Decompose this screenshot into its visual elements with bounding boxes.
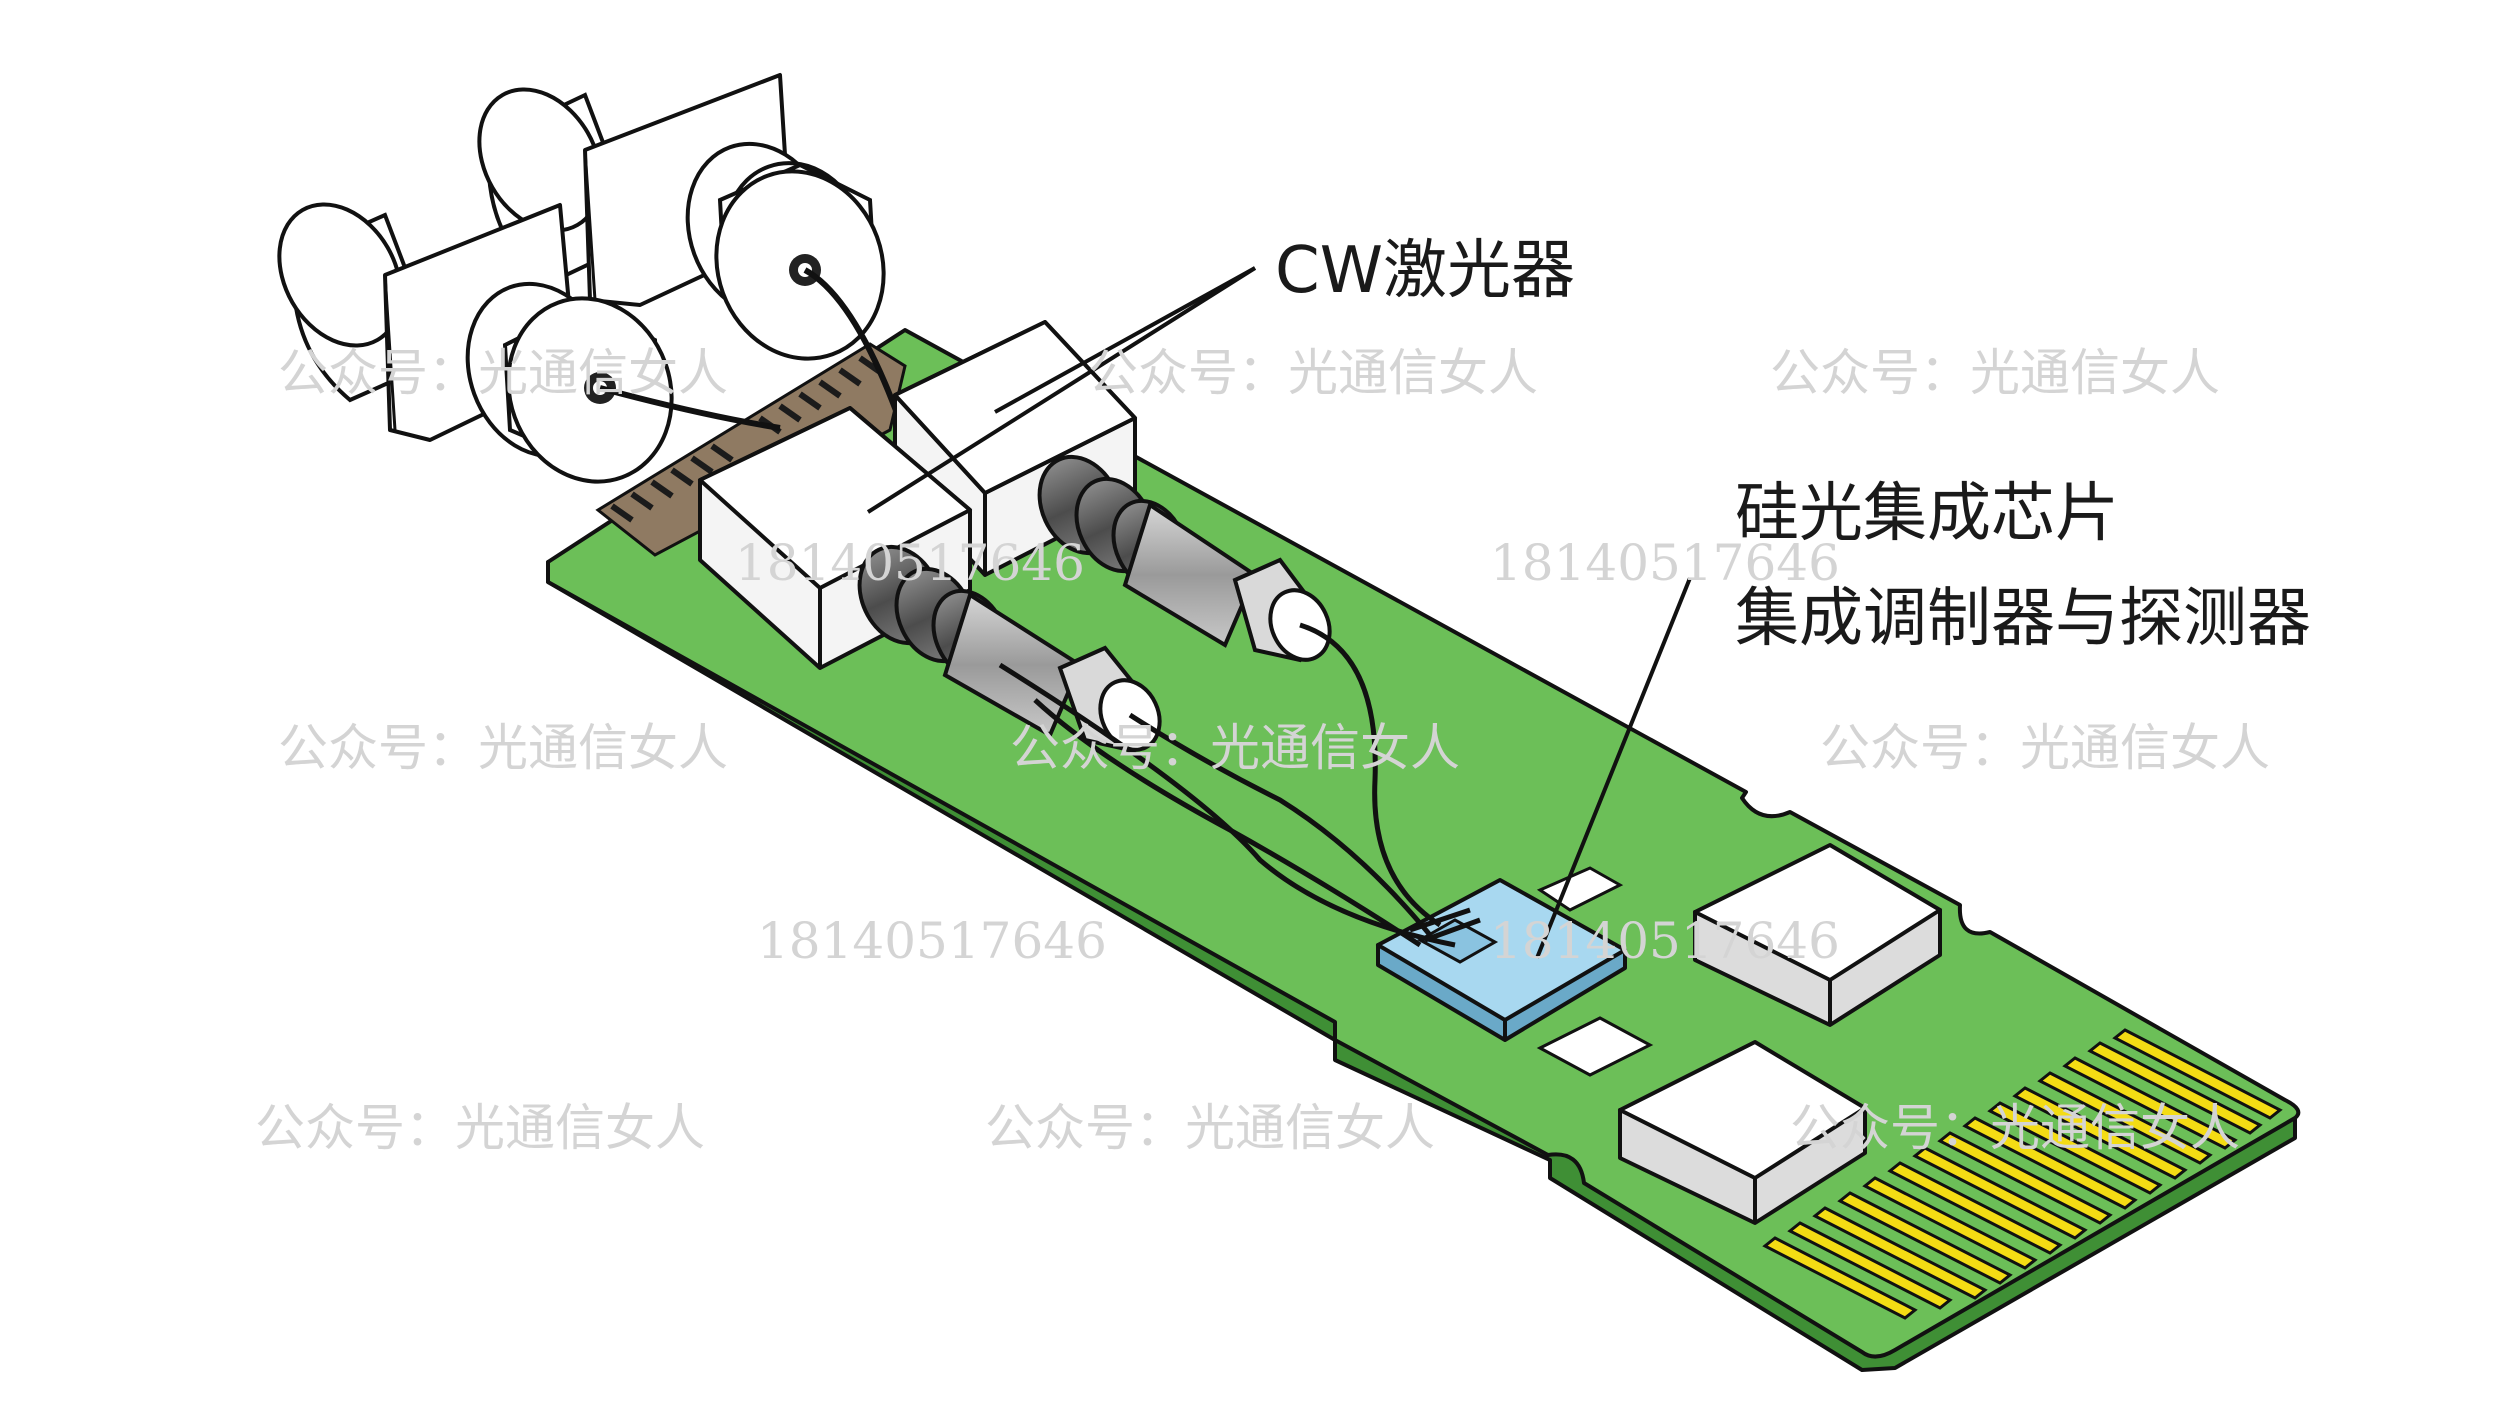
- watermark-phone: 18140517646: [1490, 534, 1840, 592]
- silicon-photonics-chip: [1376, 878, 1627, 1042]
- watermark-phone: 18140517646: [757, 912, 1107, 970]
- watermark-account: 公众号：光通信女人: [1088, 344, 1538, 402]
- leader-lines: [866, 266, 1692, 959]
- watermarks: 公众号：光通信女人 公众号：光通信女人 公众号：光通信女人 1814051764…: [255, 344, 2270, 1157]
- watermark-account: 公众号：光通信女人: [1820, 719, 2270, 777]
- watermark-account: 公众号：光通信女人: [1770, 344, 2220, 402]
- fiber-links-to-chip: [998, 622, 1481, 948]
- watermark-phone: 18140517646: [1490, 912, 1840, 970]
- ic-chip-upper: [1693, 843, 1942, 1027]
- watermark-account: 公众号：光通信女人: [1010, 719, 1460, 777]
- leader-laser-2: [866, 266, 1257, 514]
- watermark-account: 公众号：光通信女人: [985, 1099, 1435, 1157]
- leader-laser-1: [994, 266, 1256, 414]
- pcb-board-top: [546, 328, 2301, 1359]
- ic-chip-lower: [1618, 1040, 1867, 1225]
- watermark-account: 公众号：光通信女人: [278, 344, 728, 402]
- watermark-account: 公众号：光通信女人: [255, 1099, 705, 1157]
- ferrule-right: [1037, 454, 1332, 663]
- leader-chip: [1535, 577, 1692, 959]
- label-cw-laser: CW激光器: [1275, 234, 1575, 308]
- watermark-phone: 18140517646: [735, 534, 1085, 592]
- watermark-account: 公众号：光通信女人: [1790, 1099, 2240, 1157]
- label-chip-title: 硅光集成芯片: [1735, 477, 2119, 551]
- fiber-connector-front: [277, 202, 674, 484]
- watermark-account: 公众号：光通信女人: [278, 719, 728, 777]
- label-chip-subtitle: 集成调制器与探测器: [1735, 582, 2311, 656]
- gold-fingers: [1762, 1028, 2283, 1320]
